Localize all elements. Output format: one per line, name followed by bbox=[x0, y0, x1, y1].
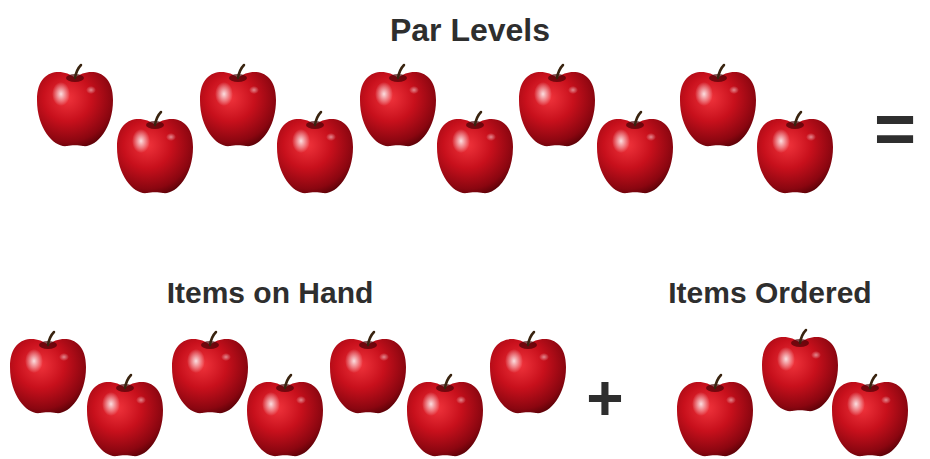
apple bbox=[407, 375, 483, 456]
apple bbox=[360, 65, 436, 146]
apple bbox=[200, 65, 276, 146]
apple bbox=[10, 332, 86, 413]
apple bbox=[832, 375, 908, 456]
apple bbox=[762, 330, 838, 411]
apple bbox=[87, 375, 163, 456]
apple bbox=[677, 375, 753, 456]
group-heading: Items Ordered bbox=[668, 278, 871, 308]
apple bbox=[437, 112, 513, 193]
apple bbox=[277, 112, 353, 193]
apple bbox=[117, 112, 193, 193]
apple bbox=[247, 375, 323, 456]
plus-sign: + bbox=[586, 366, 623, 430]
apple bbox=[597, 112, 673, 193]
group-heading: Items on Hand bbox=[167, 278, 374, 308]
equals-sign: = bbox=[874, 92, 916, 164]
apple bbox=[680, 65, 756, 146]
apple bbox=[519, 65, 595, 146]
apple bbox=[757, 112, 833, 193]
apple bbox=[330, 332, 406, 413]
diagram-title: Par Levels bbox=[390, 14, 550, 46]
apple bbox=[490, 332, 566, 413]
apple bbox=[37, 65, 113, 146]
apple bbox=[172, 332, 248, 413]
